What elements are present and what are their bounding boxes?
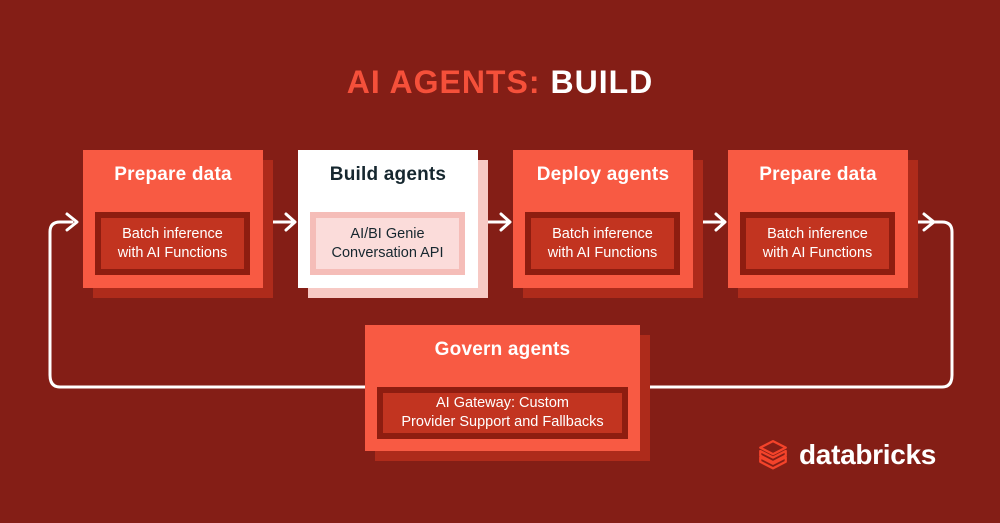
step-govern-agents: Govern agents AI Gateway: Custom Provide… (365, 325, 640, 451)
step-title: Build agents (329, 164, 447, 185)
step-detail: Batch inference with AI Functions (762, 225, 873, 261)
step-prepare-data-1: Prepare data Batch inference with AI Fun… (83, 150, 263, 288)
arrowhead-1-2 (284, 212, 297, 232)
step-detail-box: Batch inference with AI Functions (740, 212, 895, 275)
step-detail-box: Batch inference with AI Functions (525, 212, 680, 275)
step-detail-box: AI Gateway: Custom Provider Support and … (377, 387, 628, 439)
page-title: AI AGENTS:BUILD (0, 64, 1000, 101)
step-title: Govern agents (434, 339, 571, 360)
step-title: Deploy agents (536, 164, 670, 185)
databricks-logo: databricks (756, 438, 936, 472)
arrowhead-2-3 (499, 212, 512, 232)
step-build-agents: Build agents AI/BI Genie Conversation AP… (298, 150, 478, 288)
step-detail: AI/BI Genie Conversation API (331, 225, 444, 261)
step-detail-box: Batch inference with AI Functions (95, 212, 250, 275)
step-detail-box: AI/BI Genie Conversation API (310, 212, 465, 275)
step-detail: Batch inference with AI Functions (117, 225, 228, 261)
step-title: Prepare data (759, 164, 877, 185)
arrowhead-exit (922, 212, 936, 232)
step-detail: Batch inference with AI Functions (547, 225, 658, 261)
step-deploy-agents: Deploy agents Batch inference with AI Fu… (513, 150, 693, 288)
title-emphasis: BUILD (550, 64, 654, 100)
step-title: Prepare data (114, 164, 232, 185)
databricks-wordmark: databricks (799, 439, 937, 470)
step-detail: AI Gateway: Custom Provider Support and … (401, 395, 604, 430)
title-prefix: AI AGENTS: (346, 64, 541, 100)
databricks-layers-icon (759, 439, 787, 470)
step-prepare-data-2: Prepare data Batch inference with AI Fun… (728, 150, 908, 288)
arrowhead-entry (65, 212, 79, 232)
arrowhead-3-4 (714, 212, 727, 232)
